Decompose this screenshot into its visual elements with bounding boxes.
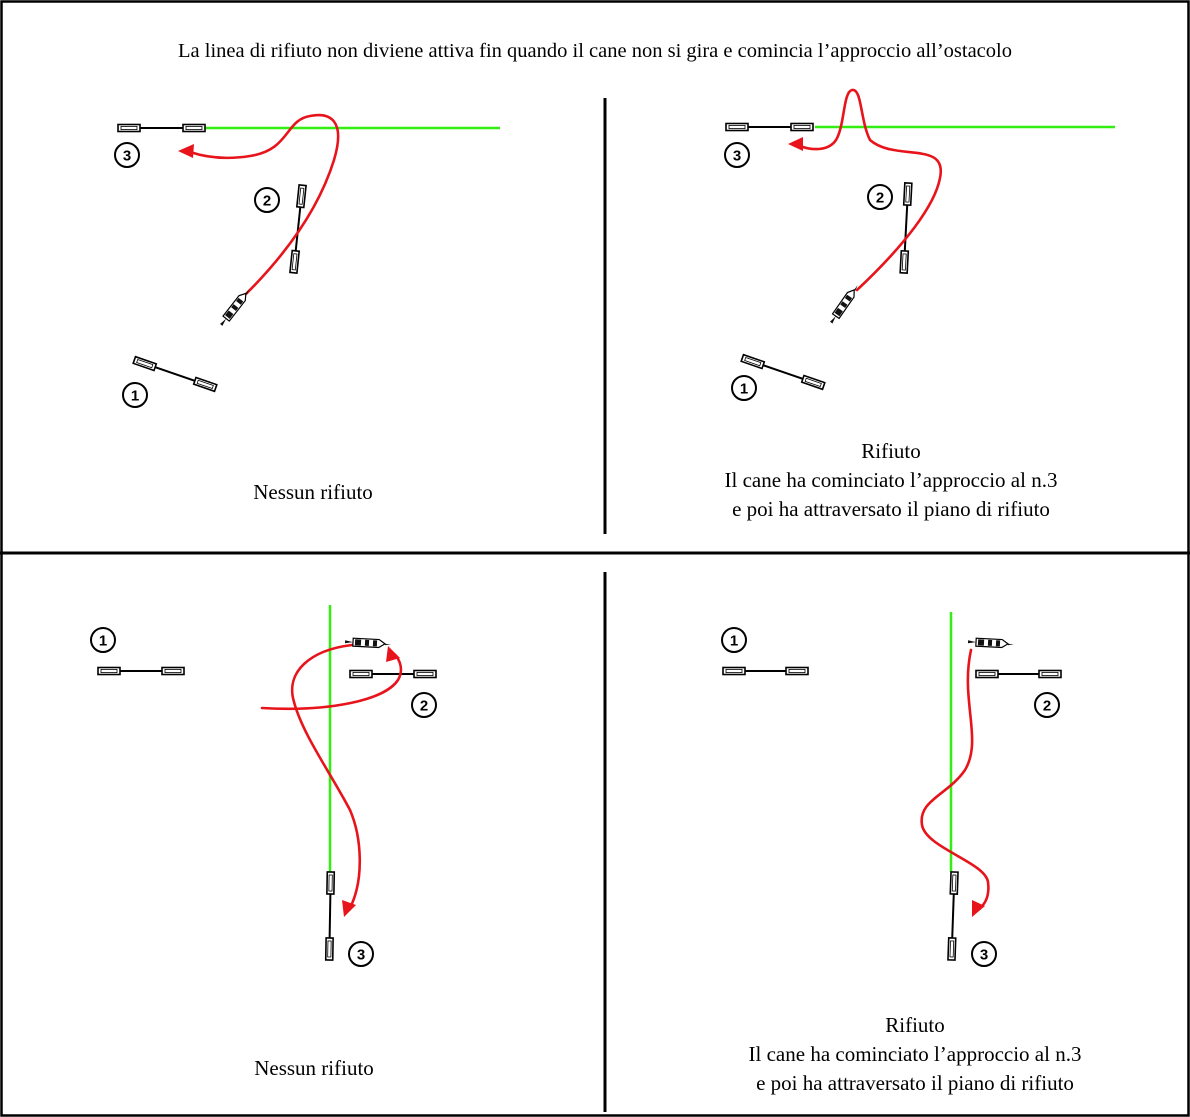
svg-text:3: 3 bbox=[980, 947, 988, 964]
jump-2 bbox=[349, 669, 437, 679]
number-badge-1: 1 bbox=[122, 382, 148, 408]
dog-icon bbox=[217, 285, 254, 328]
number-badge-2: 2 bbox=[867, 184, 893, 210]
number-badge-3: 3 bbox=[114, 142, 140, 168]
path-arrowhead bbox=[386, 646, 400, 662]
dog-path bbox=[260, 650, 403, 711]
number-badge-3: 3 bbox=[724, 142, 750, 168]
dog-icon bbox=[344, 637, 392, 649]
panel-caption: Nessun rifiuto bbox=[254, 1056, 374, 1080]
number-badge-1: 1 bbox=[731, 375, 757, 401]
path-arrowhead bbox=[342, 900, 356, 917]
jump-2 bbox=[899, 182, 913, 274]
panel-caption-line-1: Rifiuto bbox=[861, 439, 921, 463]
dog-path bbox=[291, 643, 362, 910]
number-badge-2: 2 bbox=[254, 187, 280, 213]
dog-icon bbox=[827, 282, 862, 326]
jump-3 bbox=[324, 871, 336, 961]
jump-3 bbox=[117, 123, 206, 133]
panel-bottom-left: 1 2 3 Nessun rifiuto bbox=[90, 605, 437, 1080]
number-badge-3: 3 bbox=[971, 941, 997, 967]
jump-2 bbox=[289, 184, 307, 274]
panel-caption-line-3: e poi ha attraversato il piano di rifiut… bbox=[732, 497, 1050, 521]
svg-text:3: 3 bbox=[123, 148, 131, 165]
svg-text:2: 2 bbox=[263, 193, 271, 210]
diagram-title: La linea di rifiuto non diviene attiva f… bbox=[178, 40, 1012, 62]
panel-bottom-right: 1 2 3 Rifiuto Il cane ha cominciato l’ap… bbox=[721, 612, 1082, 1095]
jump-3 bbox=[725, 122, 814, 132]
panel-caption-line-2: Il cane ha cominciato l’approccio al n.3 bbox=[725, 468, 1058, 492]
dog-path bbox=[920, 648, 990, 912]
jump-1 bbox=[722, 666, 809, 676]
path-arrowhead bbox=[972, 900, 985, 917]
panel-caption-line-1: Rifiuto bbox=[885, 1013, 945, 1037]
number-badge-1: 1 bbox=[90, 627, 116, 653]
panel-caption: Nessun rifiuto bbox=[253, 480, 373, 504]
dog-icon bbox=[967, 637, 1015, 649]
svg-text:3: 3 bbox=[733, 148, 741, 165]
svg-text:2: 2 bbox=[420, 698, 428, 715]
jump-1 bbox=[740, 353, 826, 391]
path-arrowhead bbox=[788, 137, 803, 151]
panel-caption-line-3: e poi ha attraversato il piano di rifiut… bbox=[756, 1071, 1074, 1095]
panel-caption-line-2: Il cane ha cominciato l’approccio al n.3 bbox=[749, 1042, 1082, 1066]
dog-path bbox=[188, 113, 340, 296]
svg-text:2: 2 bbox=[1043, 698, 1051, 715]
number-badge-1: 1 bbox=[721, 627, 747, 653]
path-arrowhead bbox=[178, 144, 194, 158]
number-badge-3: 3 bbox=[348, 941, 374, 967]
jump-1 bbox=[97, 666, 185, 676]
jump-2 bbox=[975, 669, 1062, 679]
svg-text:2: 2 bbox=[876, 190, 884, 207]
svg-text:1: 1 bbox=[740, 381, 748, 398]
jump-1 bbox=[132, 355, 218, 393]
panel-top-left: 3 2 1 Nessun rifiuto bbox=[114, 113, 500, 504]
dog-path bbox=[798, 88, 943, 292]
number-badge-2: 2 bbox=[1034, 692, 1060, 718]
svg-text:1: 1 bbox=[131, 388, 139, 405]
jump-3 bbox=[947, 871, 959, 961]
panel-top-right: 3 2 1 Rifiuto Il cane ha cominciato l’ap… bbox=[724, 88, 1115, 521]
svg-text:1: 1 bbox=[99, 633, 107, 650]
svg-text:3: 3 bbox=[357, 947, 365, 964]
svg-text:1: 1 bbox=[730, 633, 738, 650]
number-badge-2: 2 bbox=[411, 692, 437, 718]
